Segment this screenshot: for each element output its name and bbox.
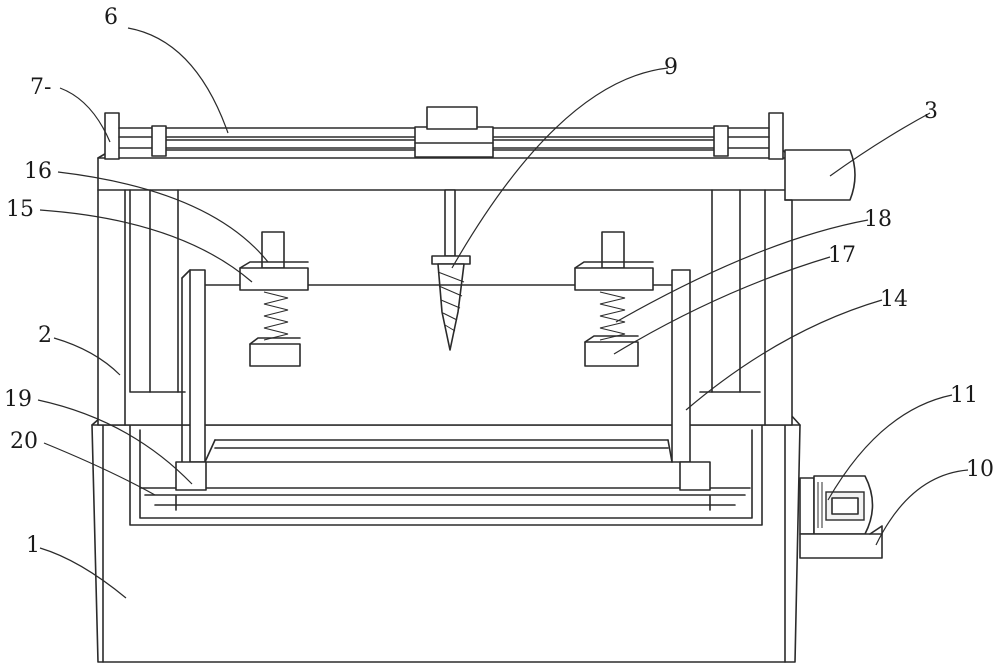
callout-15: 15 bbox=[6, 197, 34, 222]
callout-16: 16 bbox=[24, 159, 52, 184]
callout-1: 1 bbox=[26, 533, 40, 558]
callout-3: 3 bbox=[924, 99, 938, 124]
callout-18: 18 bbox=[864, 207, 892, 232]
callout-9: 9 bbox=[664, 55, 678, 80]
callout-11: 11 bbox=[950, 383, 978, 408]
callout-2: 2 bbox=[38, 323, 52, 348]
callout-14: 14 bbox=[880, 287, 908, 312]
callout-6: 6 bbox=[104, 5, 118, 30]
side-motor-3 bbox=[785, 150, 855, 200]
callout-19: 19 bbox=[4, 387, 32, 412]
callout-20: 20 bbox=[10, 429, 38, 454]
drive-motor-11 bbox=[800, 476, 882, 558]
callout-7: 7- bbox=[30, 75, 51, 100]
callout-10: 10 bbox=[966, 457, 994, 482]
callout-17: 17 bbox=[828, 243, 856, 268]
top-rail bbox=[105, 107, 783, 159]
